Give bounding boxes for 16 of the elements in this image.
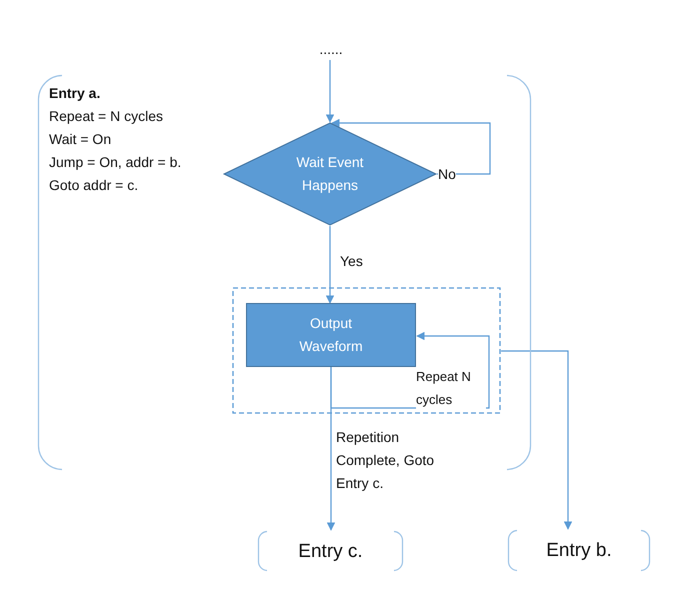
node-label: Output Waveform — [298, 314, 364, 356]
entry-label: Entry c. — [298, 540, 363, 562]
arrow — [326, 367, 336, 531]
arrow — [326, 226, 334, 304]
setting-line: Wait = On — [49, 130, 112, 149]
arrow — [331, 118, 491, 175]
arrow — [326, 60, 334, 123]
setting-line: Repeat = N cycles — [49, 107, 163, 126]
setting-line: Goto addr = c. — [49, 176, 138, 195]
node-label: Wait Event Happens — [295, 153, 365, 195]
arrow — [501, 350, 572, 530]
setting-line: Jump = On, addr = b. — [49, 153, 182, 172]
process-box — [246, 303, 416, 367]
ellipsis-text: ...... — [319, 42, 343, 56]
entry-heading: Entry a. — [49, 84, 100, 103]
entry-label: Entry b. — [546, 539, 612, 562]
